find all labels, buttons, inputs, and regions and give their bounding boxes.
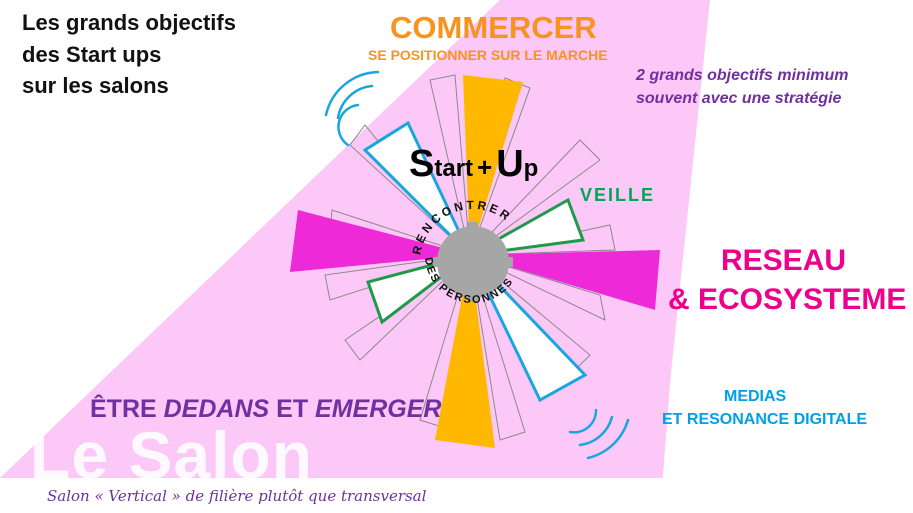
- startup-u: U: [496, 143, 524, 185]
- page-title-line-1: Les grands objectifs: [22, 10, 236, 35]
- sound-waves-bottom-right: [568, 408, 630, 460]
- blade-commercer-bottom: [435, 255, 495, 448]
- startup-p: p: [523, 155, 539, 182]
- commercer-title: COMMERCER: [390, 10, 597, 45]
- objectives-note-line-1: 2 grands objectifs minimum: [636, 67, 849, 84]
- sound-waves-top-left: [324, 70, 380, 147]
- footnote: Salon « Vertical » de filière plutôt que…: [47, 487, 427, 505]
- etre-part-2: DEDANS: [163, 395, 270, 423]
- startup-label: Start+Up: [409, 143, 538, 186]
- blade-medias-bottom: [468, 253, 588, 403]
- hub-notches: [433, 222, 513, 302]
- salon-area-right-cut: [660, 0, 913, 513]
- le-salon-watermark: Le Salon: [30, 418, 314, 492]
- medias-label-line-2: ET RESONANCE DIGITALE: [662, 411, 868, 428]
- etre-part-1: ÊTRE: [90, 395, 164, 423]
- blade-reseau-right: [470, 250, 660, 310]
- salon-bottom-band: [0, 478, 913, 513]
- medias-label-line-1: MEDIAS: [724, 388, 787, 405]
- etre-part-4: EMERGER: [315, 395, 442, 423]
- blade-medias-top: [362, 120, 472, 257]
- commercer-subtitle: SE POSITIONNER SUR LE MARCHE: [368, 47, 608, 63]
- blade-reseau-left: [290, 210, 470, 272]
- reseau-label-line-2: & ECOSYSTEME: [668, 283, 907, 316]
- etre-dedans-label: ÊTRE DEDANS ET EMERGER: [90, 395, 441, 424]
- reseau-label-line-1: RESEAU: [721, 244, 847, 277]
- veille-label: VEILLE: [580, 185, 656, 205]
- page-title-line-3: sur les salons: [22, 73, 169, 98]
- startup-tart: tart: [434, 155, 474, 182]
- startup-plus: +: [477, 152, 493, 182]
- objectives-note-line-2: souvent avec une stratégie: [636, 90, 842, 107]
- etre-part-3: ET: [269, 395, 316, 423]
- hub: [437, 226, 509, 298]
- page-title-line-2: des Start ups: [22, 42, 162, 67]
- startup-s: S: [409, 143, 435, 185]
- blade-commercer-top: [463, 75, 523, 255]
